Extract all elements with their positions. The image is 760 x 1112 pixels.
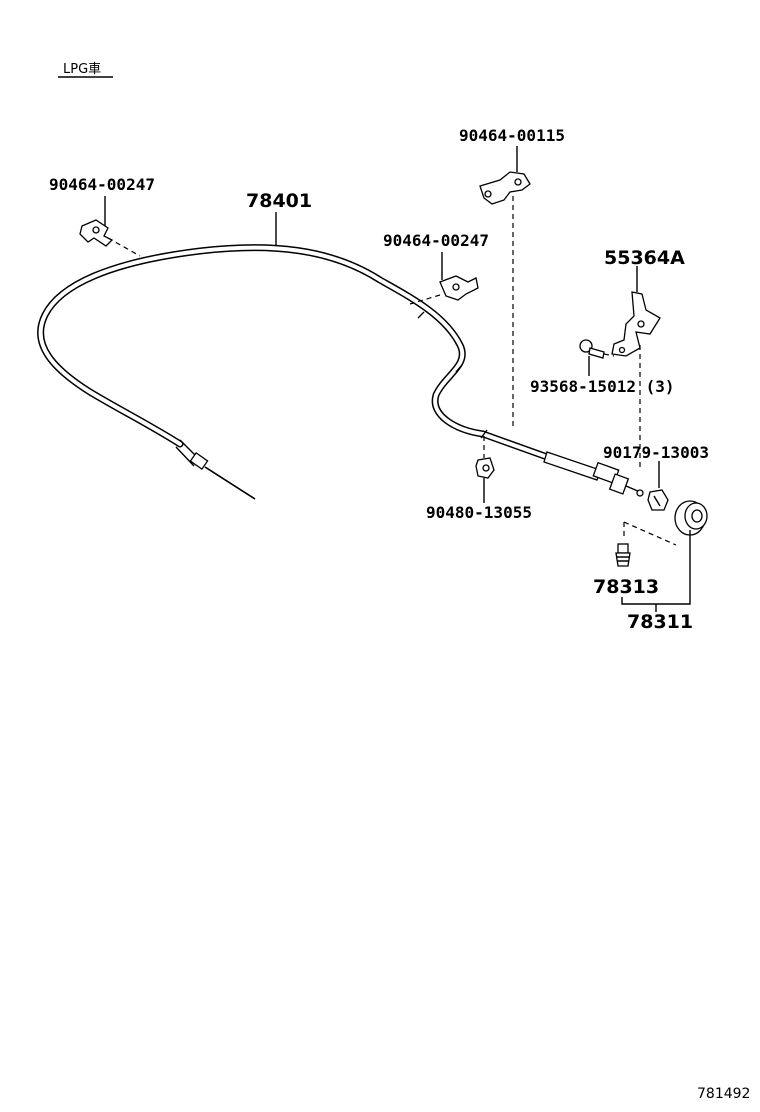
- clamp-top-icon: [479, 171, 531, 205]
- part-90464-00115: 90464-00115: [459, 126, 565, 145]
- bolt-icon: [579, 339, 605, 359]
- clamp-left-icon: [79, 219, 114, 247]
- part-78401: 78401: [246, 190, 312, 212]
- dash-grommet: [623, 521, 677, 546]
- diagram-id: 781492: [697, 1086, 750, 1102]
- part-78311: 78311: [627, 611, 693, 633]
- clamp-mid-icon: [439, 275, 479, 301]
- part-90464-00247-left: 90464-00247: [49, 175, 155, 194]
- grommet-icon: [674, 500, 708, 536]
- part-93568-15012: 93568-15012 (3): [530, 377, 675, 396]
- part-90480-13055: 90480-13055: [426, 503, 532, 522]
- dash-bolt: [603, 353, 615, 357]
- nut-icon: [647, 489, 669, 511]
- part-90464-00247-mid: 90464-00247: [383, 231, 489, 250]
- throttle-cable: [37, 244, 644, 500]
- bracket-icon: [611, 291, 661, 357]
- header-label: LPG車: [63, 62, 101, 77]
- part-78313: 78313: [593, 576, 659, 598]
- cable-clip-icon: [475, 457, 495, 479]
- part-55364A: 55364A: [604, 247, 685, 269]
- screw-icon: [615, 543, 631, 567]
- part-90179-13003: 90179-13003: [603, 443, 709, 462]
- dash-left-clamp: [107, 237, 141, 257]
